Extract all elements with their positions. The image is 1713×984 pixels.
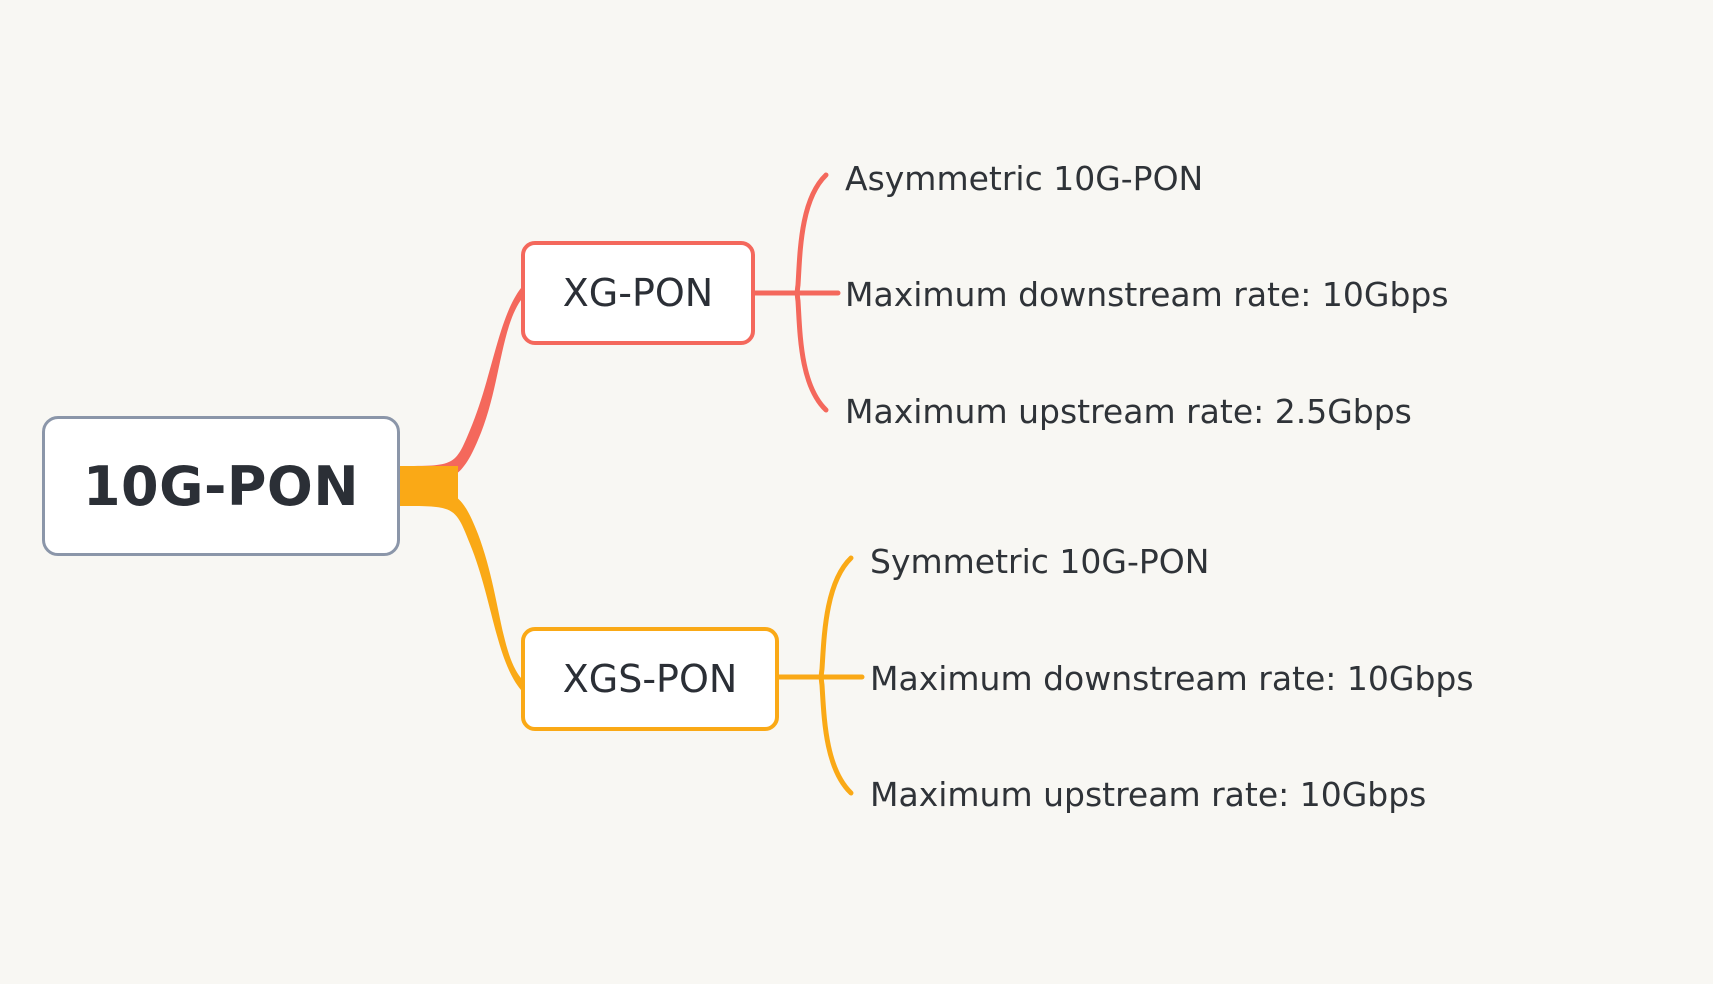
leaf-xgs-pon-symmetric[interactable]: Symmetric 10G-PON (870, 542, 1210, 581)
leaf-xg-pon-upstream-rate[interactable]: Maximum upstream rate: 2.5Gbps (845, 392, 1412, 431)
branch-node-label: XGS-PON (562, 657, 738, 701)
branch-node-label: XG-PON (562, 271, 714, 315)
leaf-xg-pon-downstream-rate[interactable]: Maximum downstream rate: 10Gbps (845, 275, 1449, 314)
trunk-root-stub (398, 466, 458, 506)
branch-node-xgs-pon[interactable]: XGS-PON (521, 627, 779, 731)
leaf-xg-pon-asymmetric[interactable]: Asymmetric 10G-PON (845, 159, 1204, 198)
root-node-label: 10G-PON (82, 454, 360, 518)
trunk-to-xgs-pon (400, 486, 521, 690)
branch-node-xg-pon[interactable]: XG-PON (521, 241, 755, 345)
xgs-pon-bracket (818, 555, 854, 796)
xg-pon-bracket (794, 172, 829, 413)
leaf-xgs-pon-downstream-rate[interactable]: Maximum downstream rate: 10Gbps (870, 659, 1474, 698)
leaf-xgs-pon-upstream-rate[interactable]: Maximum upstream rate: 10Gbps (870, 775, 1427, 814)
root-node-10g-pon[interactable]: 10G-PON (42, 416, 400, 556)
trunk-to-xg-pon (400, 288, 521, 486)
